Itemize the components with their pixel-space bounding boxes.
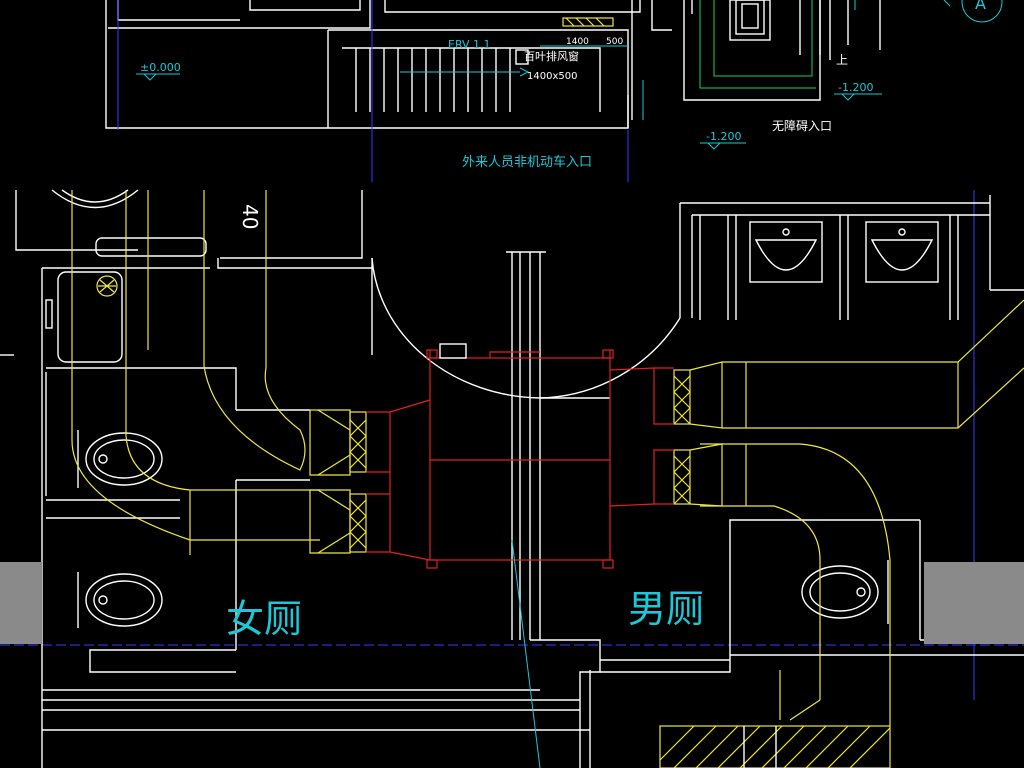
elevation-neg2-label: -1.200 [838, 81, 873, 94]
column [0, 562, 42, 644]
flex-connector [349, 411, 367, 473]
dim-500-label: 500 [606, 37, 623, 47]
visitor-entrance-label: 外来人员非机动车入口 [462, 154, 592, 170]
dim-1400-label: 1400 [566, 37, 589, 47]
toilet-fixture [801, 560, 889, 624]
elevation-zero-label: ±0.000 [140, 61, 181, 74]
axis-40-label: 40 [238, 204, 262, 229]
column [924, 562, 1024, 644]
ductwork [71, 190, 1024, 726]
mens-toilet-label: 男厕 [628, 587, 704, 631]
louver-size-label: 1400x500 [527, 71, 577, 82]
lower-walls [0, 189, 1024, 768]
axis-a-label: A [975, 0, 986, 13]
erv-unit [366, 343, 674, 569]
flex-connector [349, 493, 367, 553]
flex-connector [673, 449, 691, 505]
stair-treads [355, 48, 511, 112]
toilet-fixture [77, 572, 163, 628]
flex-connector [673, 369, 691, 425]
louver-label: 百叶排风窗 [524, 49, 579, 63]
top-annotations: ±0.000 ERV 1.1 百叶排风窗 1400x500 1400 500 外… [136, 0, 986, 170]
toilet-fixture [77, 430, 163, 488]
top-walls [105, 0, 1003, 129]
accessible-entrance-label: 无障碍入口 [772, 118, 832, 133]
womens-toilet-label: 女厕 [226, 597, 302, 641]
floor-hatch [659, 725, 891, 768]
up-mark-label: 上 [836, 53, 848, 67]
erv-label: ERV 1.1 [448, 38, 491, 51]
elevation-neg1-label: -1.200 [706, 130, 741, 143]
